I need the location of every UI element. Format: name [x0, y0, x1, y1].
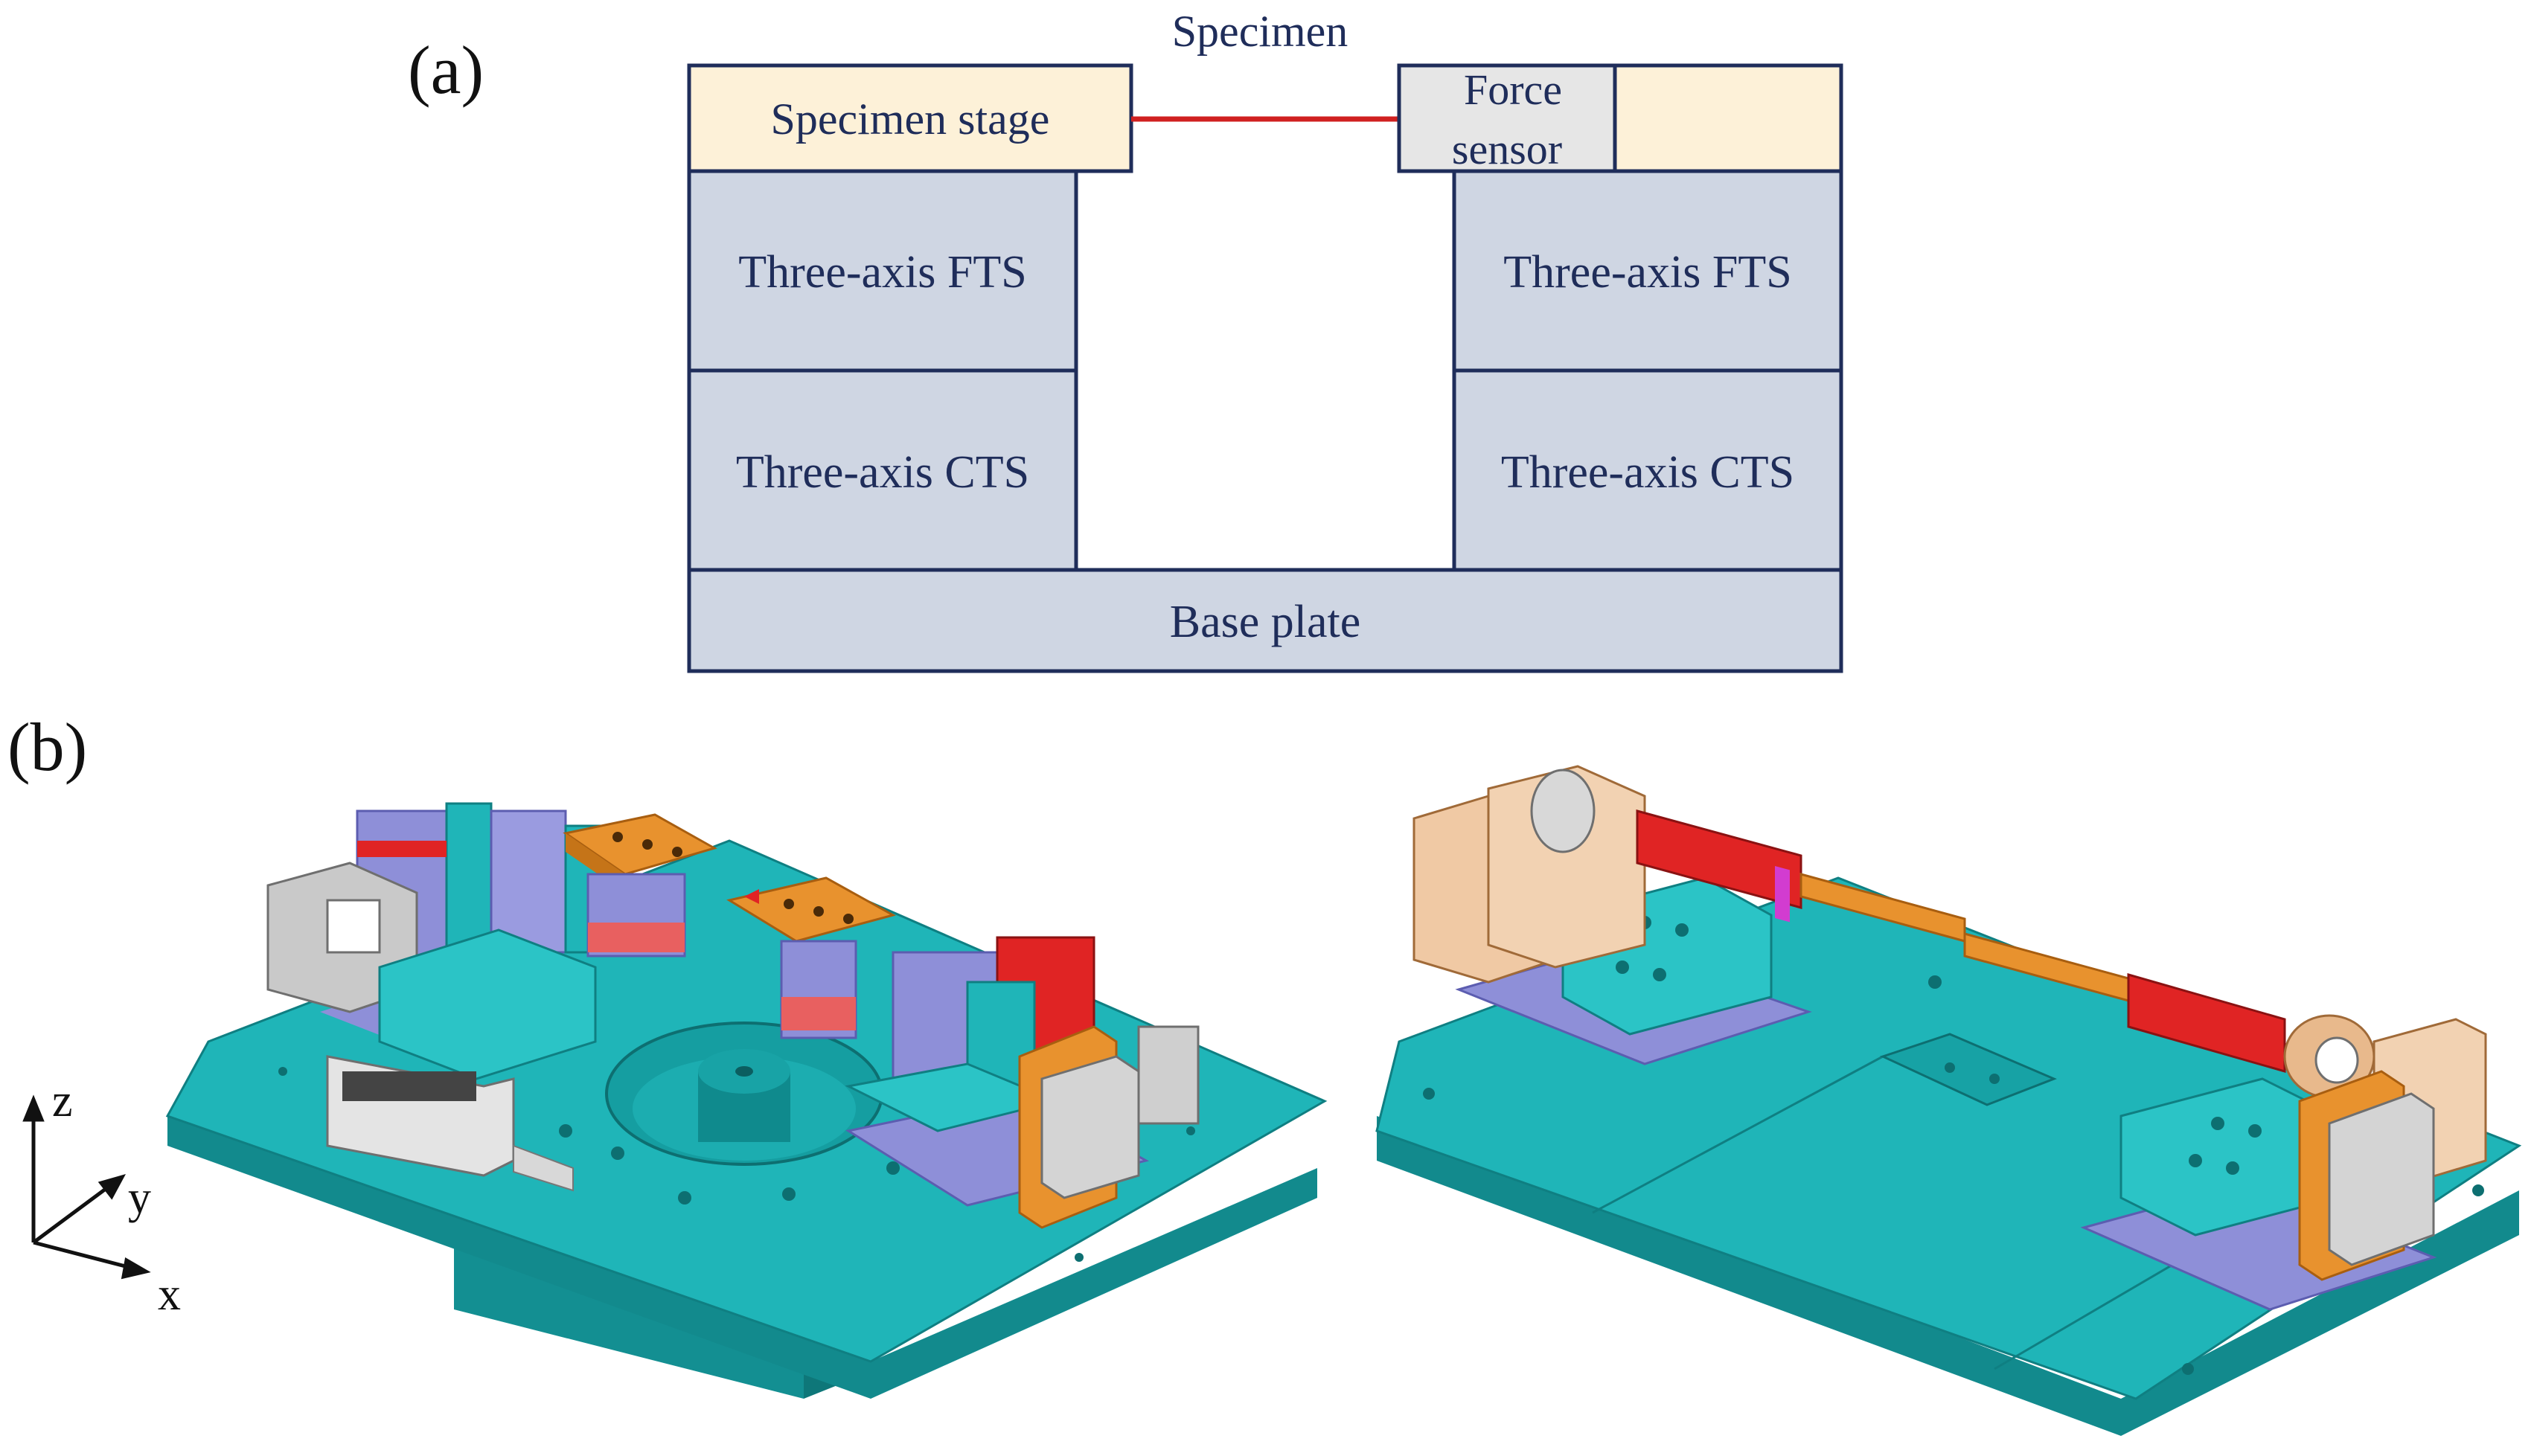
right-red-cylinder-left — [1636, 809, 1802, 909]
left-fts-label: Three-axis FTS — [738, 247, 1026, 298]
specimen-stage-box — [687, 63, 1133, 173]
base-plate-label: Base plate — [1170, 597, 1361, 647]
axis-y-label: y — [128, 1173, 151, 1223]
specimen-label: Specimen — [1172, 7, 1348, 56]
axis-z-label: z — [52, 1076, 73, 1126]
right-specimen-stage-box — [1613, 63, 1843, 173]
axis-triad — [22, 1094, 151, 1280]
base-plate-box — [687, 568, 1843, 673]
axis-x-label: x — [158, 1269, 181, 1320]
specimen-stage-label: Specimen stage — [771, 94, 1050, 144]
right-machine-render — [1375, 765, 2522, 1436]
force-sensor-label-line1: Force — [1464, 65, 1562, 114]
left-machine-render — [165, 802, 1328, 1399]
left-orange-plate-2 — [726, 876, 896, 943]
right-red-cylinder-right — [2127, 973, 2286, 1073]
right-fts-label: Three-axis FTS — [1503, 247, 1791, 298]
panel-b-label: (b) — [7, 709, 87, 785]
right-cts-label: Three-axis CTS — [1501, 447, 1794, 498]
force-sensor-box — [1397, 63, 1617, 173]
panel-a-label: (a) — [408, 32, 484, 108]
left-cts-label: Three-axis CTS — [736, 447, 1029, 498]
right-cts-box — [1452, 368, 1843, 572]
force-sensor-label-line2: sensor — [1452, 125, 1562, 173]
right-fts-box — [1452, 169, 1843, 373]
left-orange-plate-1 — [563, 813, 717, 876]
left-cts-box — [687, 368, 1078, 572]
